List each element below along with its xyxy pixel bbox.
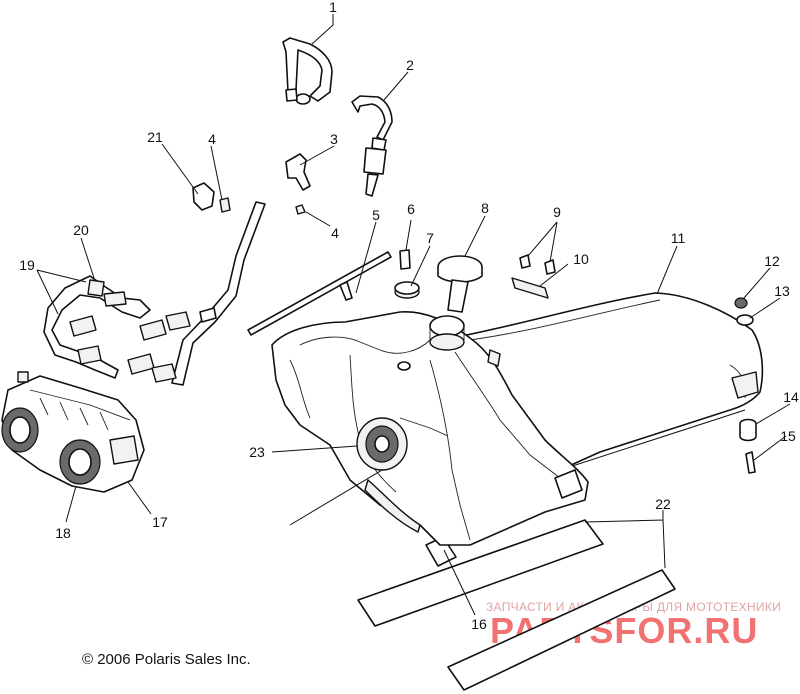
part-19-20-fuel-rail-injectors <box>43 201 266 386</box>
part-17-18-throttle-body <box>1 371 145 493</box>
part-1-fuel-hose <box>282 37 333 105</box>
leader-lines <box>36 14 791 616</box>
callout-12: 12 <box>764 253 780 269</box>
callout-11: 11 <box>671 230 686 246</box>
callout-4-upper: 4 <box>208 131 216 147</box>
callout-18: 18 <box>55 525 71 541</box>
callout-7: 7 <box>426 230 434 246</box>
callout-5: 5 <box>372 207 380 223</box>
callout-9: 9 <box>553 204 561 220</box>
callout-23: 23 <box>249 444 265 460</box>
callout-2: 2 <box>406 57 414 73</box>
part-6-7-fitting-grommet <box>394 249 420 299</box>
callout-10: 10 <box>573 251 589 267</box>
callout-4-lower: 4 <box>331 225 339 241</box>
callout-14: 14 <box>783 389 799 405</box>
part-14-15-bushing-pin <box>739 418 757 474</box>
callout-8: 8 <box>481 200 489 216</box>
callout-17: 17 <box>152 514 168 530</box>
part-12-13-nut-washer <box>734 297 754 326</box>
part-3-4-bracket-bolt <box>285 153 311 215</box>
part-22-tank-pads <box>357 519 676 691</box>
part-8-fuel-cap <box>437 255 483 313</box>
part-2-fuel-hose-filter <box>351 95 393 197</box>
callout-13: 13 <box>774 283 790 299</box>
part-9-10-clips-bracket <box>511 254 556 299</box>
callout-labels: 1 2 3 4 4 5 6 7 8 9 10 11 12 13 14 15 16… <box>19 0 799 632</box>
callout-22: 22 <box>655 496 671 512</box>
callout-21: 21 <box>147 129 163 145</box>
callout-20: 20 <box>73 222 89 238</box>
fuel-tank <box>271 311 589 546</box>
callout-3: 3 <box>330 131 338 147</box>
callout-16: 16 <box>471 616 487 632</box>
callout-1: 1 <box>329 0 337 15</box>
callout-15: 15 <box>780 428 796 444</box>
part-5-vent-rod <box>247 251 392 336</box>
copyright-notice: © 2006 Polaris Sales Inc. <box>82 651 251 668</box>
callout-6: 6 <box>407 201 415 217</box>
part-21-4-bracket-bolt <box>192 182 231 213</box>
callout-19: 19 <box>19 257 35 273</box>
